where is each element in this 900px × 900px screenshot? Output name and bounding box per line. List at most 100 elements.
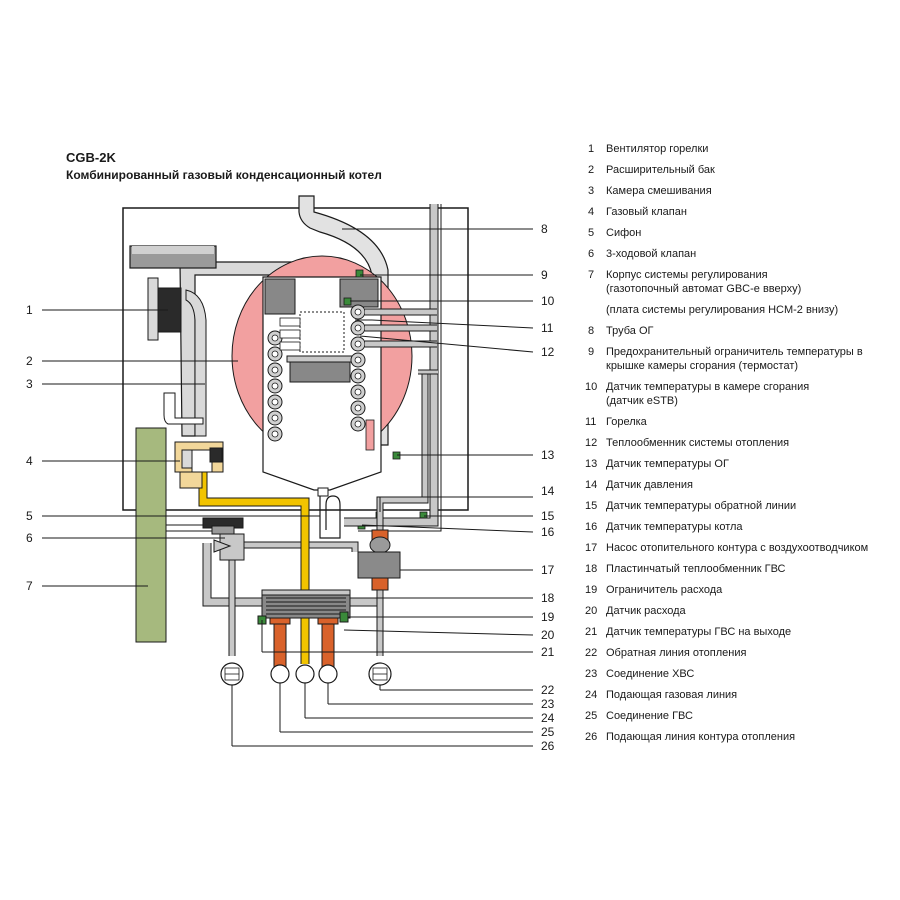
callout-6: 6 xyxy=(26,531,33,545)
callout-11: 11 xyxy=(541,321,554,335)
legend-number: 5 xyxy=(588,227,595,239)
callout-1: 1 xyxy=(26,303,33,317)
callout-14: 14 xyxy=(541,484,555,498)
legend-number: 4 xyxy=(588,206,595,218)
legend-number: 8 xyxy=(588,325,595,337)
callout-10: 10 xyxy=(541,294,555,308)
siphon-connector xyxy=(317,487,329,497)
chamber-insulation-left xyxy=(264,278,296,315)
legend-text: Расширительный бак xyxy=(606,164,715,176)
callout-2: 2 xyxy=(26,354,33,368)
legend-item: 21 Датчик температуры ГВС на выходе xyxy=(585,625,894,639)
flue-pipe xyxy=(298,195,389,446)
legend-number: 20 xyxy=(585,605,598,617)
legend-text: Подающая газовая линия xyxy=(606,689,738,701)
callout-25: 25 xyxy=(541,725,555,739)
callout-22: 22 xyxy=(541,683,555,697)
legend-item: 14 Датчик давления xyxy=(585,478,894,492)
boiler-casing xyxy=(122,207,469,511)
legend-text: 3-ходовой клапан xyxy=(606,248,697,260)
legend-number: 24 xyxy=(585,689,598,701)
gas-supply-connection xyxy=(295,664,315,684)
legend-text: Газовый клапан xyxy=(606,206,687,218)
callout-16: 16 xyxy=(541,525,555,539)
legend-number: 16 xyxy=(585,521,598,533)
legend-number: 23 xyxy=(585,668,598,680)
legend-item: 3 Камера смешивания xyxy=(588,184,894,198)
legend-text: Теплообменник системы отопления xyxy=(606,437,790,449)
callout-12: 12 xyxy=(541,345,555,359)
legend-item: 22 Обратная линия отопления xyxy=(585,646,894,660)
legend-item: 23 Соединение ХВС xyxy=(585,667,894,681)
legend-item: 16 Датчик температуры котла xyxy=(585,520,894,534)
legend-text: Вентилятор горелки xyxy=(606,143,709,155)
legend-number: 15 xyxy=(585,500,598,512)
legend-number: 18 xyxy=(585,563,598,575)
legend-number: 22 xyxy=(585,647,598,659)
legend-item: 25 Соединение ГВС xyxy=(585,709,894,723)
legend-text: Датчик температуры котла xyxy=(606,521,743,533)
component-legend: 1 Вентилятор горелки 2 Расширительный ба… xyxy=(585,142,894,744)
callout-4: 4 xyxy=(26,454,33,468)
legend-text: Труба ОГ xyxy=(606,325,654,337)
legend-number: 2 xyxy=(588,164,595,176)
legend-text: Датчик температуры ГВС на выходе xyxy=(606,626,792,638)
siphon xyxy=(319,490,341,539)
legend-text: Сифон xyxy=(606,227,642,239)
legend-text: Пластинчатый теплообменник ГВС xyxy=(606,563,786,575)
legend-item: 20 Датчик расхода xyxy=(585,604,894,618)
callout-24: 24 xyxy=(541,711,555,725)
callout-17: 17 xyxy=(541,563,555,577)
dhw-connection xyxy=(270,664,290,684)
legend-item: 5 Сифон xyxy=(588,226,894,240)
exhaust-sensor-tube xyxy=(365,419,375,451)
legend-item: 26 Подающая линия контура отопления xyxy=(585,730,894,744)
legend-text: Предохранительный ограничитель температу… xyxy=(606,346,863,372)
callout-7: 7 xyxy=(26,579,33,593)
legend-item: 11 Горелка xyxy=(585,415,894,429)
legend-text: Корпус системы регулирования (газотопочн… xyxy=(606,269,802,295)
legend-item: 18 Пластинчатый теплообменник ГВС xyxy=(585,562,894,576)
three-way-valve xyxy=(202,517,245,561)
heating-pump xyxy=(357,529,401,591)
callout-23: 23 xyxy=(541,697,555,711)
legend-text: Датчик температуры ОГ xyxy=(606,458,729,470)
legend-text: Датчик расхода xyxy=(606,605,686,617)
legend-number: 6 xyxy=(588,248,595,260)
legend-number: 13 xyxy=(585,458,598,470)
callout-26: 26 xyxy=(541,739,555,753)
legend-item: 2 Расширительный бак xyxy=(588,163,894,177)
legend-item: 7 Корпус системы регулирования (газотопо… xyxy=(588,268,894,317)
intake-bend xyxy=(163,392,204,425)
legend-item: 1 Вентилятор горелки xyxy=(588,142,894,156)
legend-item: 8 Труба ОГ xyxy=(588,324,894,338)
legend-note: (плата системы регулирования HCM-2 внизу… xyxy=(606,304,839,316)
legend-text: Соединение ГВС xyxy=(606,710,693,722)
legend-item: 24 Подающая газовая линия xyxy=(585,688,894,702)
legend-text: Обратная линия отопления xyxy=(606,647,747,659)
coil-centres xyxy=(271,308,362,438)
legend-number: 3 xyxy=(588,185,595,197)
callout-numbers: 1 2 3 4 5 6 7 8 9 10 11 12 13 14 15 16 1… xyxy=(26,222,555,753)
legend-number: 9 xyxy=(588,346,595,358)
diagram-subtitle: Комбинированный газовый конденсационный … xyxy=(66,168,382,182)
legend-item: 19 Ограничитель расхода xyxy=(585,583,894,597)
legend-text: Датчик температуры в камере сгорания (да… xyxy=(606,381,810,407)
legend-number: 7 xyxy=(588,269,595,281)
callout-15: 15 xyxy=(541,509,555,523)
legend-number: 11 xyxy=(585,416,597,428)
legend-item: 12 Теплообменник системы отопления xyxy=(585,436,894,450)
bottom-connections xyxy=(220,662,392,686)
callout-13: 13 xyxy=(541,448,555,462)
diagram-title: CGB-2K xyxy=(66,150,116,165)
legend-text: Насос отопительного контура с воздухоотв… xyxy=(606,542,869,554)
callout-5: 5 xyxy=(26,509,33,523)
legend-text: Датчик температуры обратной линии xyxy=(606,500,797,512)
legend-number: 10 xyxy=(585,381,598,393)
legend-number: 17 xyxy=(585,542,598,554)
legend-item: 15 Датчик температуры обратной линии xyxy=(585,499,894,513)
callout-21: 21 xyxy=(541,645,555,659)
gas-line xyxy=(198,455,310,664)
burner-top xyxy=(286,355,354,363)
